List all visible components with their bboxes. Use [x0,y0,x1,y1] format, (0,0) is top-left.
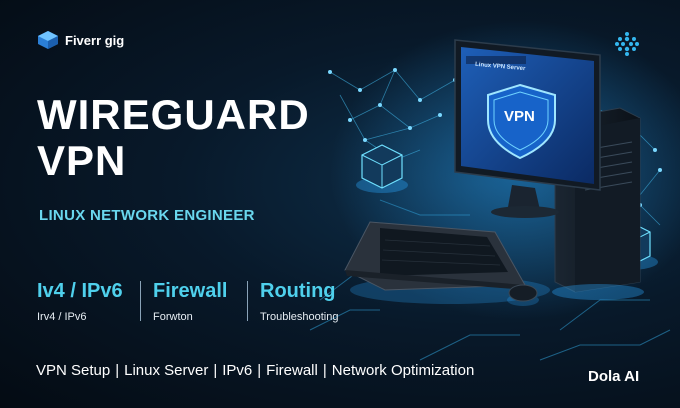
tag-separator: | [322,362,327,379]
monitor [454,39,601,218]
feature-title: Routing [260,280,336,302]
brand-logo: Fiverr gig [37,30,124,50]
feature-title: Firewall [153,280,228,302]
feature-subtitle: Troubleshooting [260,311,339,323]
tag: VPN Setup [36,362,111,379]
tag-separator: | [257,362,262,379]
feature-divider [140,281,141,321]
cube-icon [38,31,58,49]
feature-ip: Iv4 / IPv6 Irv4 / IPv6 [37,279,123,323]
feature-routing: Routing Troubleshooting [260,279,338,323]
feature-title: Iv4 / IPv6 [37,280,123,302]
tag-separator: | [213,362,218,379]
tag: Firewall [266,362,318,379]
headline-line-2: VPN [37,137,127,184]
glow-cube-left [356,144,408,193]
mouse [507,284,539,306]
tag: IPv6 [222,362,253,379]
shield-label: VPN [504,108,535,125]
tag-separator: | [115,362,120,379]
headline: WIREGUARD VPN [37,92,310,184]
watermark: Dola AI [588,368,640,385]
tag: Network Optimization [331,362,475,379]
feature-subtitle: Forwton [153,311,193,323]
tag: Linux Server [124,362,209,379]
brand-name: Fiverr gig [65,32,125,48]
headline-line-1: WIREGUARD [37,91,310,138]
feature-subtitle: Irv4 / IPv6 [37,311,87,323]
feature-divider [247,281,248,321]
feature-firewall: Firewall Forwton [153,279,227,323]
subtitle: LINUX NETWORK ENGINEER [39,207,255,224]
service-tags: VPN Setup|Linux Server|IPv6|Firewall|Net… [36,362,474,379]
dots-grid-icon [615,32,639,56]
laptop [344,221,550,304]
